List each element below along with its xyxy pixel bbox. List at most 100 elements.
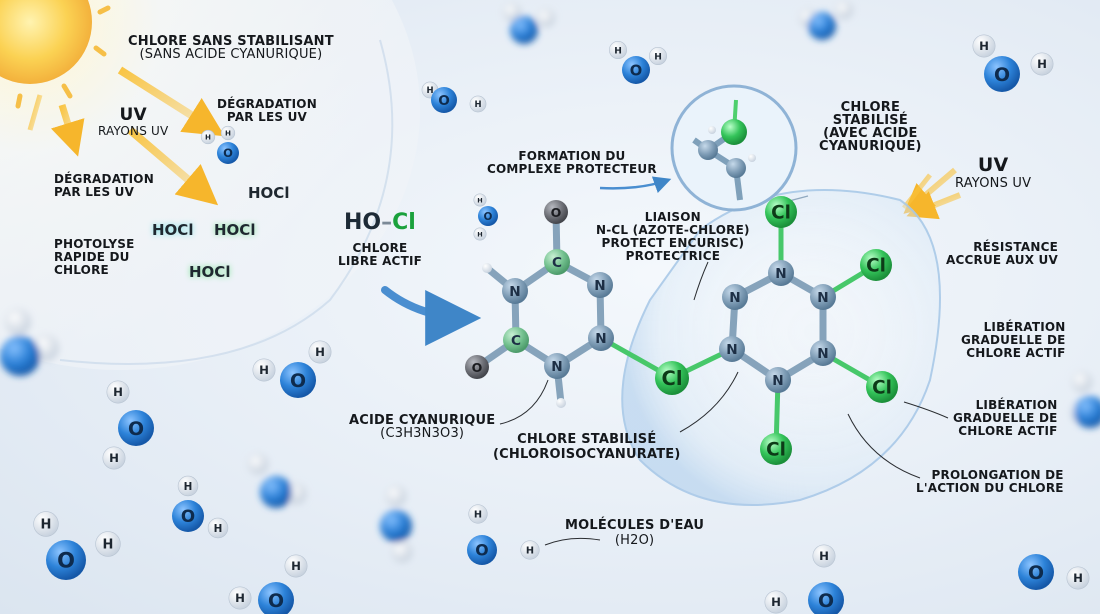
right-uv-label: UV RAYONS UV — [955, 154, 1031, 192]
leader-lines — [499, 261, 949, 546]
water-hydrogen — [5, 309, 31, 335]
water-oxygen: O — [467, 535, 497, 565]
water-hydrogen: H — [220, 125, 236, 141]
liberation-label-2: LIBÉRATION GRADUELLE DE CHLORE ACTIF — [953, 399, 1058, 438]
uv-rays-right — [902, 167, 962, 220]
water-o-label: O — [484, 211, 493, 223]
atom-n: N — [719, 336, 745, 362]
prolongation-line1: PROLONGATION DE — [931, 468, 1064, 482]
left-degradation-left: DÉGRADATION PAR LES UV — [54, 173, 154, 199]
water-hydrogen — [835, 1, 853, 19]
water-molecule: HHO — [228, 554, 308, 614]
water-h-label: H — [979, 39, 989, 53]
ho-part: HO — [344, 210, 382, 235]
water-h-label: H — [214, 523, 223, 535]
liberation2-line1: LIBÉRATION — [975, 398, 1058, 412]
atom-h — [556, 398, 566, 408]
atom-n: N — [768, 260, 794, 286]
water-h-label: H — [315, 345, 325, 359]
atom-n: N — [502, 278, 528, 304]
water-h-label: H — [474, 99, 481, 109]
atom-n: N — [722, 284, 748, 310]
water-h-label: H — [205, 133, 211, 142]
water-hydrogen: H — [200, 129, 216, 145]
water-molecule — [799, 1, 853, 40]
liberation1-line1: LIBÉRATION — [983, 320, 1066, 334]
left-uv-small: RAYONS UV — [98, 124, 169, 138]
water-hydrogen: H — [649, 47, 667, 65]
water-h-label: H — [474, 510, 482, 521]
water-o-label: O — [128, 418, 144, 440]
water-oxygen: O — [984, 56, 1020, 92]
water-hydrogen: H — [102, 446, 126, 470]
water-h-label: H — [426, 85, 433, 95]
water-oxygen: O — [478, 206, 498, 226]
water-h-label: H — [109, 451, 119, 465]
water-o-label: O — [181, 506, 195, 526]
hocl-3: HOCl — [214, 221, 256, 239]
left-title: CHLORE SANS STABILISANT (SANS ACIDE CYAN… — [128, 35, 334, 61]
water-oxygen: O — [46, 540, 86, 580]
atom-label: N — [726, 342, 737, 358]
right-title: CHLORE STABILISÉ (AVEC ACIDE CYANURIQUE) — [819, 101, 922, 153]
hocl-2: HOCl — [152, 221, 194, 239]
water-hydrogen: H — [468, 504, 488, 524]
water-o-label: O — [818, 590, 834, 612]
ho-cl-formula: HO–Cl — [344, 210, 416, 235]
water-oxygen: O — [808, 582, 844, 614]
atom-h — [482, 263, 492, 273]
atom-label: C — [552, 255, 562, 271]
water-h-label: H — [526, 546, 534, 557]
left-uv-label: UV RAYONS UV — [98, 106, 168, 138]
water-molecule: H H O — [172, 475, 229, 539]
atom-label: Cl — [872, 377, 892, 398]
water-hydrogen: H — [106, 380, 130, 404]
liberation1-line2: GRADUELLE DE — [961, 333, 1066, 347]
water-oxygen — [808, 12, 836, 40]
water-oxygen — [380, 510, 412, 542]
water-h-label: H — [225, 129, 231, 138]
stabilise-label: CHLORE STABILISÉ (CHLOROISOCYANURATE) — [493, 432, 681, 462]
water-hydrogen: H — [473, 227, 487, 241]
water-o-label: O — [1028, 562, 1044, 584]
atom-n: N — [810, 340, 836, 366]
atom-label: Cl — [661, 367, 682, 390]
atom-label: N — [594, 278, 605, 294]
liaison-label: LIAISON N-Cl (AZOTE-CHLORE) PROTECT ENCU… — [596, 211, 750, 263]
atom-n: N — [810, 284, 836, 310]
atom-label: N — [509, 284, 520, 300]
atom-cl: Cl — [760, 433, 792, 465]
water-oxygen — [260, 476, 292, 508]
water-h-label: H — [259, 363, 269, 377]
right-uv-big: UV — [977, 154, 1009, 176]
water-h-label: H — [103, 538, 114, 553]
water-hydrogen: H — [1030, 52, 1054, 76]
water-molecule — [503, 3, 555, 44]
atom-label: N — [817, 290, 828, 306]
atom-label: C — [511, 333, 521, 349]
liaison-line4: PROTECTRICE — [625, 249, 721, 263]
liberation2-line2: GRADUELLE DE — [953, 411, 1058, 425]
water-molecule: HHO — [252, 340, 332, 398]
left-title-line2: (SANS ACIDE CYANURIQUE) — [139, 47, 323, 62]
atom-o: O — [465, 355, 489, 379]
liaison-line1: LIAISON — [644, 210, 701, 224]
water-hydrogen: H — [95, 531, 121, 557]
right-title-line3: (AVEC ACIDE — [823, 126, 918, 141]
right-title-line2: STABILISÉ — [832, 113, 908, 128]
water-hydrogen: H — [228, 586, 252, 610]
eau-label: MOLÉCULES D'EAU (H2O) — [565, 518, 704, 548]
water-hydrogen: H — [473, 193, 487, 207]
water-oxygen — [1074, 396, 1100, 428]
water-o-label: O — [438, 93, 450, 109]
water-h-label: H — [184, 481, 193, 493]
liberation2-line3: CHLORE ACTIF — [958, 424, 1058, 438]
water-h-label: H — [771, 595, 781, 609]
water-hydrogen: H — [1066, 566, 1090, 590]
formation-line2: COMPLEXE PROTECTEUR — [487, 162, 657, 176]
degradation-top-line1: DÉGRADATION — [217, 97, 317, 111]
uv-rays-left — [27, 66, 225, 206]
water-molecule: HHO — [33, 511, 121, 580]
water-h-label: H — [477, 230, 482, 238]
